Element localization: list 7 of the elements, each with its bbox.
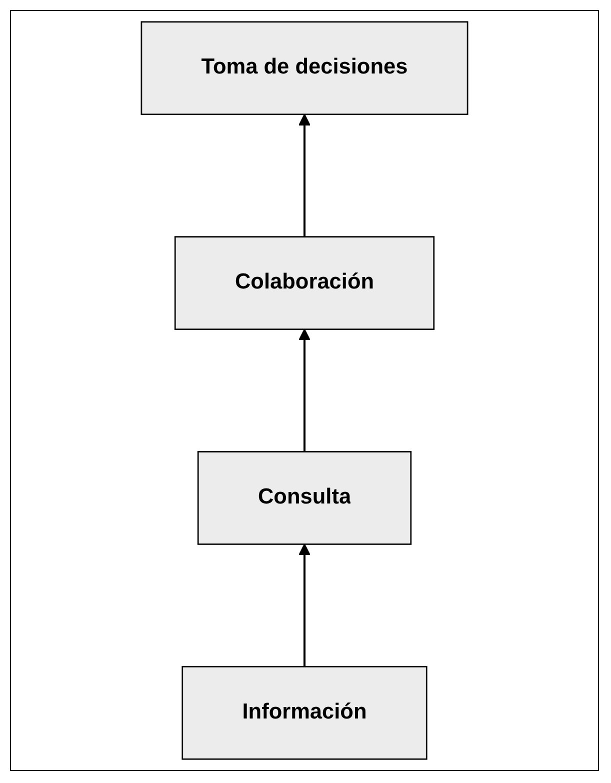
arrow [298,114,310,237]
arrow [298,544,310,667]
node-box: Toma de decisiones [140,21,468,116]
node-box: Colaboración [174,236,435,330]
arrow [298,328,310,452]
node-box: Consulta [197,451,412,545]
node-box: Información [182,666,428,760]
